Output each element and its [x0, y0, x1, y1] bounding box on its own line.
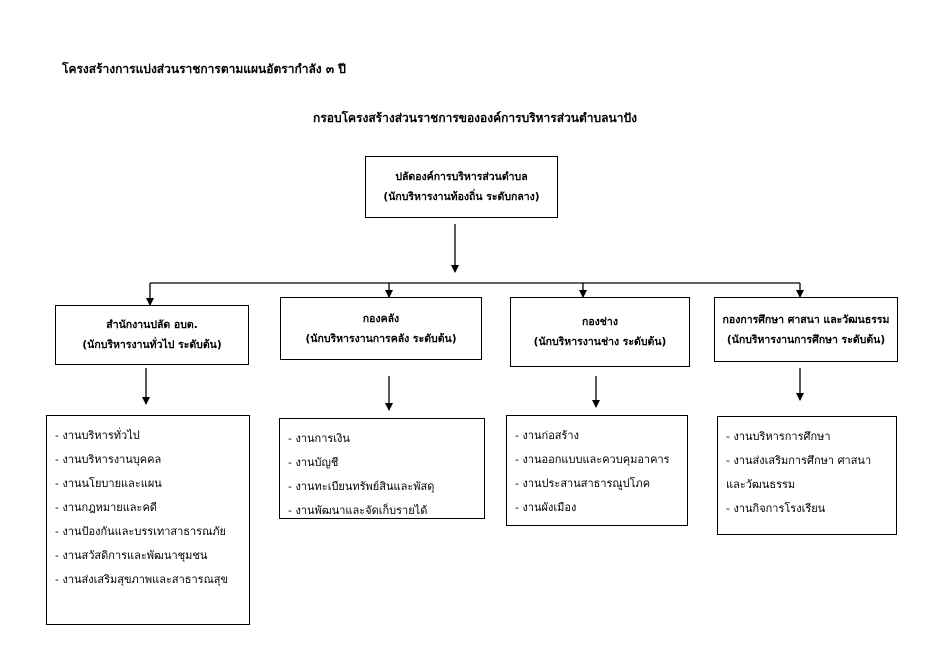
duty-item: - งานกฎหมายและคดี	[55, 501, 157, 514]
unit-position: (นักบริหารงานช่าง ระดับต้น)	[533, 336, 667, 348]
duty-item: - งานผังเมือง	[515, 501, 577, 514]
page-heading: โครงสร้างการแบ่งส่วนราชการตามแผนอัตรากำล…	[62, 62, 346, 76]
duty-item: - งานบริหารงานบุคคล	[55, 453, 162, 466]
duties-box-finance-division: - งานการเงิน - งานบัญชี - งานทะเบียนทรัพ…	[279, 418, 485, 519]
duty-item: - งานส่งเสริมการศึกษา ศาสนาและวัฒนธรรม	[726, 454, 872, 491]
duty-item: - งานพัฒนาและจัดเก็บรายได้	[288, 504, 428, 517]
unit-position: (นักบริหารงานการศึกษา ระดับต้น)	[726, 333, 886, 346]
duty-item: - งานกิจการโรงเรียน	[726, 502, 826, 515]
unit-position: (นักบริหารงานทั่วไป ระดับต้น)	[82, 339, 222, 351]
duty-item: - งานประสานสาธารณูปโภค	[515, 477, 651, 490]
unit-box-education-division: กองการศึกษา ศาสนา และวัฒนธรรม (นักบริหาร…	[714, 297, 898, 362]
duty-item: - งานก่อสร้าง	[515, 429, 579, 442]
unit-title: สำนักงานปลัด อบต.	[106, 319, 198, 331]
duty-item: - งานสวัสดิการและพัฒนาชุมชน	[55, 549, 208, 562]
duty-item: - งานออกแบบและควบคุมอาคาร	[515, 453, 670, 466]
duty-item: - งานส่งเสริมสุขภาพและสาธารณสุข	[55, 573, 229, 586]
duty-item: - งานบริหารการศึกษา	[726, 430, 831, 443]
duty-item: - งานการเงิน	[288, 432, 350, 445]
unit-position: (นักบริหารงานการคลัง ระดับต้น)	[305, 332, 457, 345]
duties-box-education-division: - งานบริหารการศึกษา - งานส่งเสริมการศึกษ…	[717, 416, 897, 535]
unit-box-office-of-the-permanent-secretary: สำนักงานปลัด อบต. (นักบริหารงานทั่วไป ระ…	[55, 305, 249, 365]
duties-box-engineering-division: - งานก่อสร้าง - งานออกแบบและควบคุมอาคาร …	[506, 415, 688, 526]
duties-box-office-of-the-permanent-secretary: - งานบริหารทั่วไป - งานบริหารงานบุคคล - …	[46, 415, 250, 625]
unit-box-engineering-division: กองช่าง (นักบริหารงานช่าง ระดับต้น)	[510, 297, 690, 367]
duty-item: - งานบัญชี	[288, 456, 339, 469]
unit-title: กองการศึกษา ศาสนา และวัฒนธรรม	[722, 313, 890, 326]
unit-title: กองช่าง	[582, 316, 618, 328]
unit-title: กองคลัง	[362, 312, 400, 325]
top-executive-title: ปลัดองค์การบริหารส่วนตำบล	[395, 171, 528, 183]
unit-box-finance-division: กองคลัง (นักบริหารงานการคลัง ระดับต้น)	[280, 297, 482, 360]
top-executive-box: ปลัดองค์การบริหารส่วนตำบล (นักบริหารงานท…	[365, 156, 558, 218]
top-executive-position: (นักบริหารงานท้องถิ่น ระดับกลาง)	[383, 191, 540, 203]
duty-item: - งานนโยบายและแผน	[55, 477, 162, 490]
chart-title: กรอบโครงสร้างส่วนราชการขององค์การบริหารส…	[313, 111, 637, 125]
duty-item: - งานบริหารทั่วไป	[55, 429, 140, 442]
duty-item: - งานป้องกันและบรรเทาสาธารณภัย	[55, 525, 226, 538]
duty-item: - งานทะเบียนทรัพย์สินและพัสดุ	[288, 480, 435, 493]
